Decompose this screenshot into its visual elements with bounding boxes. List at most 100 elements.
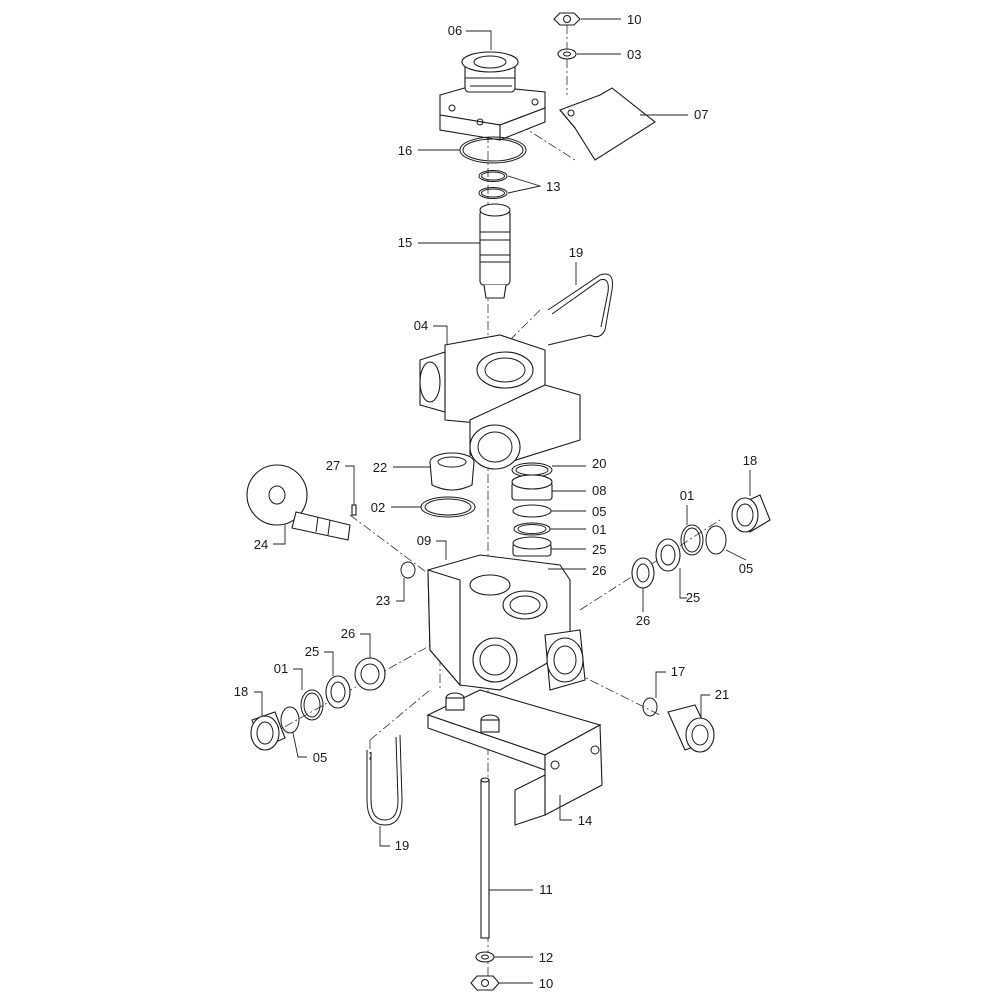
part-number-label: 01 [592, 522, 606, 537]
callout-c19a: 19 [569, 245, 583, 285]
center-seal-stack [511, 462, 553, 576]
callout-leader-line [559, 795, 572, 821]
part-16-o-ring [459, 136, 527, 164]
part-09-lower-valve-body [427, 554, 586, 691]
part-number-label: 04 [414, 318, 428, 333]
left-seal-stack [250, 657, 386, 751]
callout-c10b: 10 [499, 976, 553, 991]
part-04-upper-valve-body [419, 334, 581, 470]
callout-c03: 03 [577, 47, 641, 62]
callout-c26b: 26 [636, 588, 650, 628]
part-22-nozzle [429, 452, 475, 491]
callout-leader-line [292, 732, 307, 758]
callout-c01a: 01 [680, 488, 694, 525]
callout-c18b: 18 [234, 684, 263, 716]
callout-c23: 23 [376, 578, 405, 608]
callout-c05c: 05 [292, 732, 327, 765]
part-number-label: 09 [417, 533, 431, 548]
part-02-o-ring [420, 496, 476, 518]
part-number-label: 11 [539, 882, 553, 897]
callout-leader-line [345, 465, 355, 505]
part-number-label: 27 [326, 458, 340, 473]
callout-c09: 09 [417, 533, 447, 560]
part-number-label: 12 [539, 950, 553, 965]
part-23-o-ring [400, 561, 416, 579]
part-27-pin [351, 504, 357, 516]
callout-leader-line [360, 633, 371, 658]
part-10-bottom-nut [470, 975, 500, 991]
part-number-label: 01 [680, 488, 694, 503]
callout-c13: 13 [507, 175, 560, 194]
part-number-label: 05 [313, 750, 327, 765]
part-06-flange-head [439, 51, 546, 141]
callout-c10a: 10 [581, 12, 641, 27]
part-10-top-nut [553, 12, 581, 26]
part-number-label: 06 [448, 23, 462, 38]
callout-labels: 06 10 03 07 16 13 15 19 04 27 22 20 18 08 02 05 01 01 24 09… [234, 12, 757, 991]
callout-c06: 06 [448, 23, 492, 50]
callout-c24: 24 [254, 525, 286, 552]
callout-c14: 14 [559, 795, 592, 828]
callout-c08: 08 [552, 483, 606, 498]
part-number-label: 25 [592, 542, 606, 557]
part-number-label: 07 [694, 107, 708, 122]
callout-c22: 22 [373, 460, 430, 475]
part-number-label: 21 [715, 687, 729, 702]
callout-c01b: 01 [550, 522, 606, 537]
part-19-upper-pin [547, 273, 613, 346]
callout-c16: 16 [398, 143, 460, 158]
part-number-label: 03 [627, 47, 641, 62]
callout-c11: 11 [489, 882, 553, 897]
part-number-label: 25 [686, 590, 700, 605]
callout-c17: 17 [655, 664, 685, 698]
part-number-label: 26 [636, 613, 650, 628]
callout-c26a: 26 [548, 563, 606, 578]
callout-leader-line [466, 30, 492, 50]
part-number-label: 22 [373, 460, 387, 475]
part-14-bracket [426, 689, 603, 826]
callout-c21: 21 [700, 687, 729, 718]
part-15-spindle [479, 203, 511, 299]
callout-c26c: 26 [341, 626, 371, 658]
callout-c15: 15 [398, 235, 480, 250]
part-07-shield-plate [559, 87, 656, 161]
part-number-label: 26 [341, 626, 355, 641]
part-number-label: 10 [539, 976, 553, 991]
part-number-label: 15 [398, 235, 412, 250]
callout-leader-line [436, 540, 447, 560]
part-number-label: 23 [376, 593, 390, 608]
part-number-label: 25 [305, 644, 319, 659]
callout-c05b: 05 [725, 549, 753, 576]
part-number-label: 19 [569, 245, 583, 260]
callout-c20: 20 [552, 456, 606, 471]
part-11-rod [480, 777, 490, 939]
part-number-label: 20 [592, 456, 606, 471]
callout-leader-line [379, 826, 390, 847]
part-number-label: 17 [671, 664, 685, 679]
callout-leader-line [324, 651, 334, 676]
callout-leader-line [396, 578, 405, 602]
callout-leader-line [507, 175, 542, 194]
callout-c27: 27 [326, 458, 355, 505]
part-number-label: 02 [371, 500, 385, 515]
part-number-label: 18 [234, 684, 248, 699]
part-19-lower-pin [366, 734, 403, 826]
callout-c04: 04 [414, 318, 448, 345]
callout-c12: 12 [494, 950, 553, 965]
callout-leader-line [655, 671, 666, 698]
part-17-o-ring [642, 697, 658, 717]
callout-c25c: 25 [305, 644, 334, 676]
callout-leader-line [725, 549, 747, 561]
part-number-label: 10 [627, 12, 641, 27]
right-seal-stack [631, 494, 771, 589]
callout-c05a: 05 [551, 504, 606, 519]
callout-leader-line [679, 568, 687, 599]
part-13-o-rings [478, 170, 508, 199]
callout-leader-line [700, 694, 710, 718]
part-number-label: 05 [592, 504, 606, 519]
part-number-label: 05 [739, 561, 753, 576]
callout-leader-line [254, 691, 263, 716]
assembly-axes [269, 25, 721, 985]
part-number-label: 13 [546, 179, 560, 194]
